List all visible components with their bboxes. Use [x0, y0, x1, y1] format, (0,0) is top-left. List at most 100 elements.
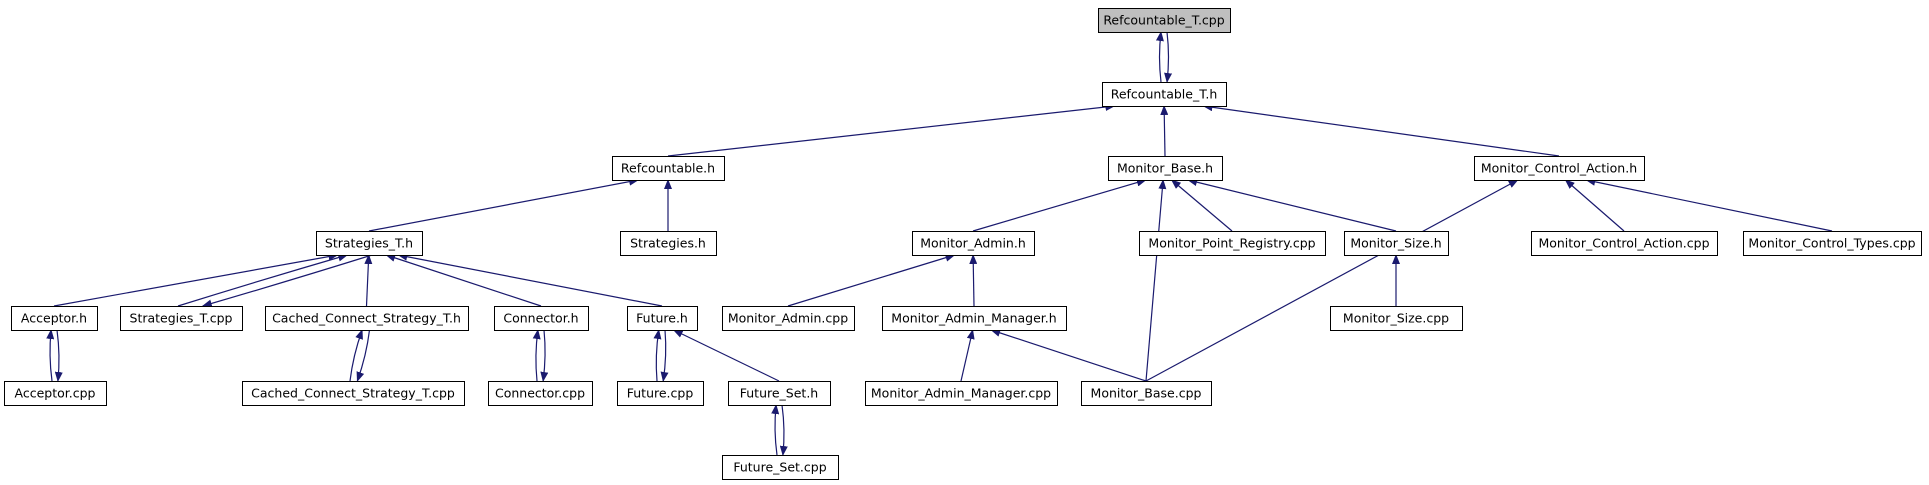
node-label[interactable]: Monitor_Size.cpp — [1343, 311, 1449, 326]
node-future-cpp[interactable]: Future.cpp — [617, 381, 704, 406]
node-box[interactable] — [494, 306, 589, 331]
node-box[interactable] — [11, 306, 98, 331]
edge-future_set_cpp-to-future_set_h — [771, 404, 780, 456]
node-monitor-admin-cpp[interactable]: Monitor_Admin.cpp — [722, 306, 855, 331]
node-label[interactable]: Cached_Connect_Strategy_T.cpp — [251, 386, 455, 401]
node-box[interactable] — [242, 381, 465, 406]
node-box[interactable] — [912, 231, 1035, 256]
node-box[interactable] — [1139, 231, 1326, 256]
node-label[interactable]: Future_Set.h — [740, 386, 818, 401]
edge-cached_connect_strategy_t_h-to-cached_connect_strategy_t_cpp — [356, 329, 371, 382]
node-label[interactable]: Refcountable.h — [621, 161, 715, 176]
node-future-set-cpp[interactable]: Future_Set.cpp — [722, 455, 839, 480]
node-box[interactable] — [1108, 156, 1223, 181]
node-box[interactable] — [265, 306, 469, 331]
node-refcountable-t-h[interactable]: Refcountable_T.h — [1102, 82, 1227, 107]
edge-connector_h-to-connector_cpp — [540, 329, 549, 382]
node-monitor-admin-h[interactable]: Monitor_Admin.h — [912, 231, 1035, 256]
node-monitor-size-cpp[interactable]: Monitor_Size.cpp — [1330, 306, 1463, 331]
node-label[interactable]: Strategies_T.cpp — [130, 311, 233, 326]
node-cached-connect-strategy-t-cpp[interactable]: Cached_Connect_Strategy_T.cpp — [242, 381, 465, 406]
node-label[interactable]: Connector.cpp — [495, 386, 585, 401]
node-box[interactable] — [1344, 231, 1449, 256]
node-monitor-base-cpp[interactable]: Monitor_Base.cpp — [1081, 381, 1212, 406]
node-box[interactable] — [620, 231, 717, 256]
node-strategies-h[interactable]: Strategies.h — [620, 231, 717, 256]
node-label[interactable]: Connector.h — [503, 311, 578, 326]
node-label[interactable]: Strategies.h — [630, 236, 706, 251]
node-refcountable-t-cpp[interactable]: Refcountable_T.cpp — [1098, 8, 1231, 33]
node-box[interactable] — [1102, 82, 1227, 107]
node-monitor-control-action-cpp[interactable]: Monitor_Control_Action.cpp — [1531, 231, 1718, 256]
node-box[interactable] — [4, 381, 107, 406]
node-box[interactable] — [882, 306, 1067, 331]
node-connector-h[interactable]: Connector.h — [494, 306, 589, 331]
edge-future_h-to-strategies_t_h — [397, 252, 663, 307]
node-label[interactable]: Monitor_Base.cpp — [1091, 386, 1202, 401]
edge-acceptor_cpp-to-acceptor_h — [46, 329, 55, 382]
node-label[interactable]: Refcountable_T.h — [1111, 87, 1218, 102]
node-box[interactable] — [617, 381, 704, 406]
node-cached-connect-strategy-t-h[interactable]: Cached_Connect_Strategy_T.h — [265, 306, 469, 331]
node-box[interactable] — [728, 381, 831, 406]
node-box[interactable] — [865, 381, 1058, 406]
node-label[interactable]: Monitor_Control_Action.cpp — [1538, 236, 1709, 251]
node-monitor-base-h[interactable]: Monitor_Base.h — [1108, 156, 1223, 181]
node-monitor-admin-manager-h[interactable]: Monitor_Admin_Manager.h — [882, 306, 1067, 331]
node-monitor-admin-manager-cpp[interactable]: Monitor_Admin_Manager.cpp — [865, 381, 1058, 406]
node-box[interactable] — [120, 306, 243, 331]
node-box[interactable] — [722, 306, 855, 331]
node-label[interactable]: Monitor_Size.h — [1350, 236, 1441, 251]
node-monitor-size-h[interactable]: Monitor_Size.h — [1344, 231, 1449, 256]
node-label[interactable]: Monitor_Control_Types.cpp — [1748, 236, 1915, 251]
node-box[interactable] — [1474, 156, 1645, 181]
node-monitor-control-types-cpp[interactable]: Monitor_Control_Types.cpp — [1743, 231, 1922, 256]
node-box[interactable] — [722, 455, 839, 480]
edge-monitor_point_registry_cpp-to-monitor_base_h — [1170, 179, 1233, 232]
node-label[interactable]: Refcountable_T.cpp — [1103, 13, 1224, 28]
node-box[interactable] — [612, 156, 725, 181]
node-monitor-control-action-h[interactable]: Monitor_Control_Action.h — [1474, 156, 1645, 181]
node-box[interactable] — [1743, 231, 1922, 256]
edge-monitor_base_h-to-refcountable_t_h — [1160, 105, 1169, 157]
node-box[interactable] — [1098, 8, 1231, 33]
edge-monitor_control_types_cpp-to-monitor_control_action_h — [1585, 177, 1833, 232]
edge-monitor_base_cpp-to-monitor_base_h — [1145, 179, 1167, 382]
node-box[interactable] — [1081, 381, 1212, 406]
edge-strategies_t_h-to-refcountable_h — [368, 177, 640, 232]
node-monitor-point-registry-cpp[interactable]: Monitor_Point_Registry.cpp — [1139, 231, 1326, 256]
node-box[interactable] — [1531, 231, 1718, 256]
edges-layer — [46, 31, 1833, 456]
node-connector-cpp[interactable]: Connector.cpp — [488, 381, 593, 406]
node-acceptor-h[interactable]: Acceptor.h — [11, 306, 98, 331]
node-label[interactable]: Monitor_Admin_Manager.h — [891, 311, 1056, 326]
node-strategies-t-cpp[interactable]: Strategies_T.cpp — [120, 306, 243, 331]
node-label[interactable]: Monitor_Admin_Manager.cpp — [871, 386, 1051, 401]
edge-future_set_h-to-future_set_cpp — [779, 404, 788, 456]
node-label[interactable]: Monitor_Control_Action.h — [1481, 161, 1637, 176]
node-refcountable-h[interactable]: Refcountable.h — [612, 156, 725, 181]
node-acceptor-cpp[interactable]: Acceptor.cpp — [4, 381, 107, 406]
node-label[interactable]: Future.h — [636, 311, 688, 326]
edge-monitor_base_cpp-to-monitor_control_action_h — [1145, 179, 1519, 382]
node-box[interactable] — [627, 306, 698, 331]
node-label[interactable]: Acceptor.cpp — [15, 386, 96, 401]
node-label[interactable]: Future.cpp — [627, 386, 694, 401]
node-label[interactable]: Monitor_Admin.h — [920, 236, 1026, 251]
node-label[interactable]: Strategies_T.h — [325, 236, 413, 251]
node-future-h[interactable]: Future.h — [627, 306, 698, 331]
node-label[interactable]: Monitor_Point_Registry.cpp — [1148, 236, 1315, 251]
node-label[interactable]: Monitor_Admin.cpp — [728, 311, 848, 326]
edge-monitor_admin_manager_cpp-to-monitor_admin_manager_h — [960, 329, 975, 382]
node-label[interactable]: Monitor_Base.h — [1117, 161, 1213, 176]
node-strategies-t-h[interactable]: Strategies_T.h — [316, 231, 423, 256]
edge-connector_cpp-to-connector_h — [532, 329, 541, 382]
node-label[interactable]: Acceptor.h — [21, 311, 87, 326]
node-future-set-h[interactable]: Future_Set.h — [728, 381, 831, 406]
node-label[interactable]: Cached_Connect_Strategy_T.h — [272, 311, 461, 326]
node-label[interactable]: Future_Set.cpp — [733, 460, 826, 475]
node-box[interactable] — [1330, 306, 1463, 331]
node-box[interactable] — [488, 381, 593, 406]
node-box[interactable] — [316, 231, 423, 256]
